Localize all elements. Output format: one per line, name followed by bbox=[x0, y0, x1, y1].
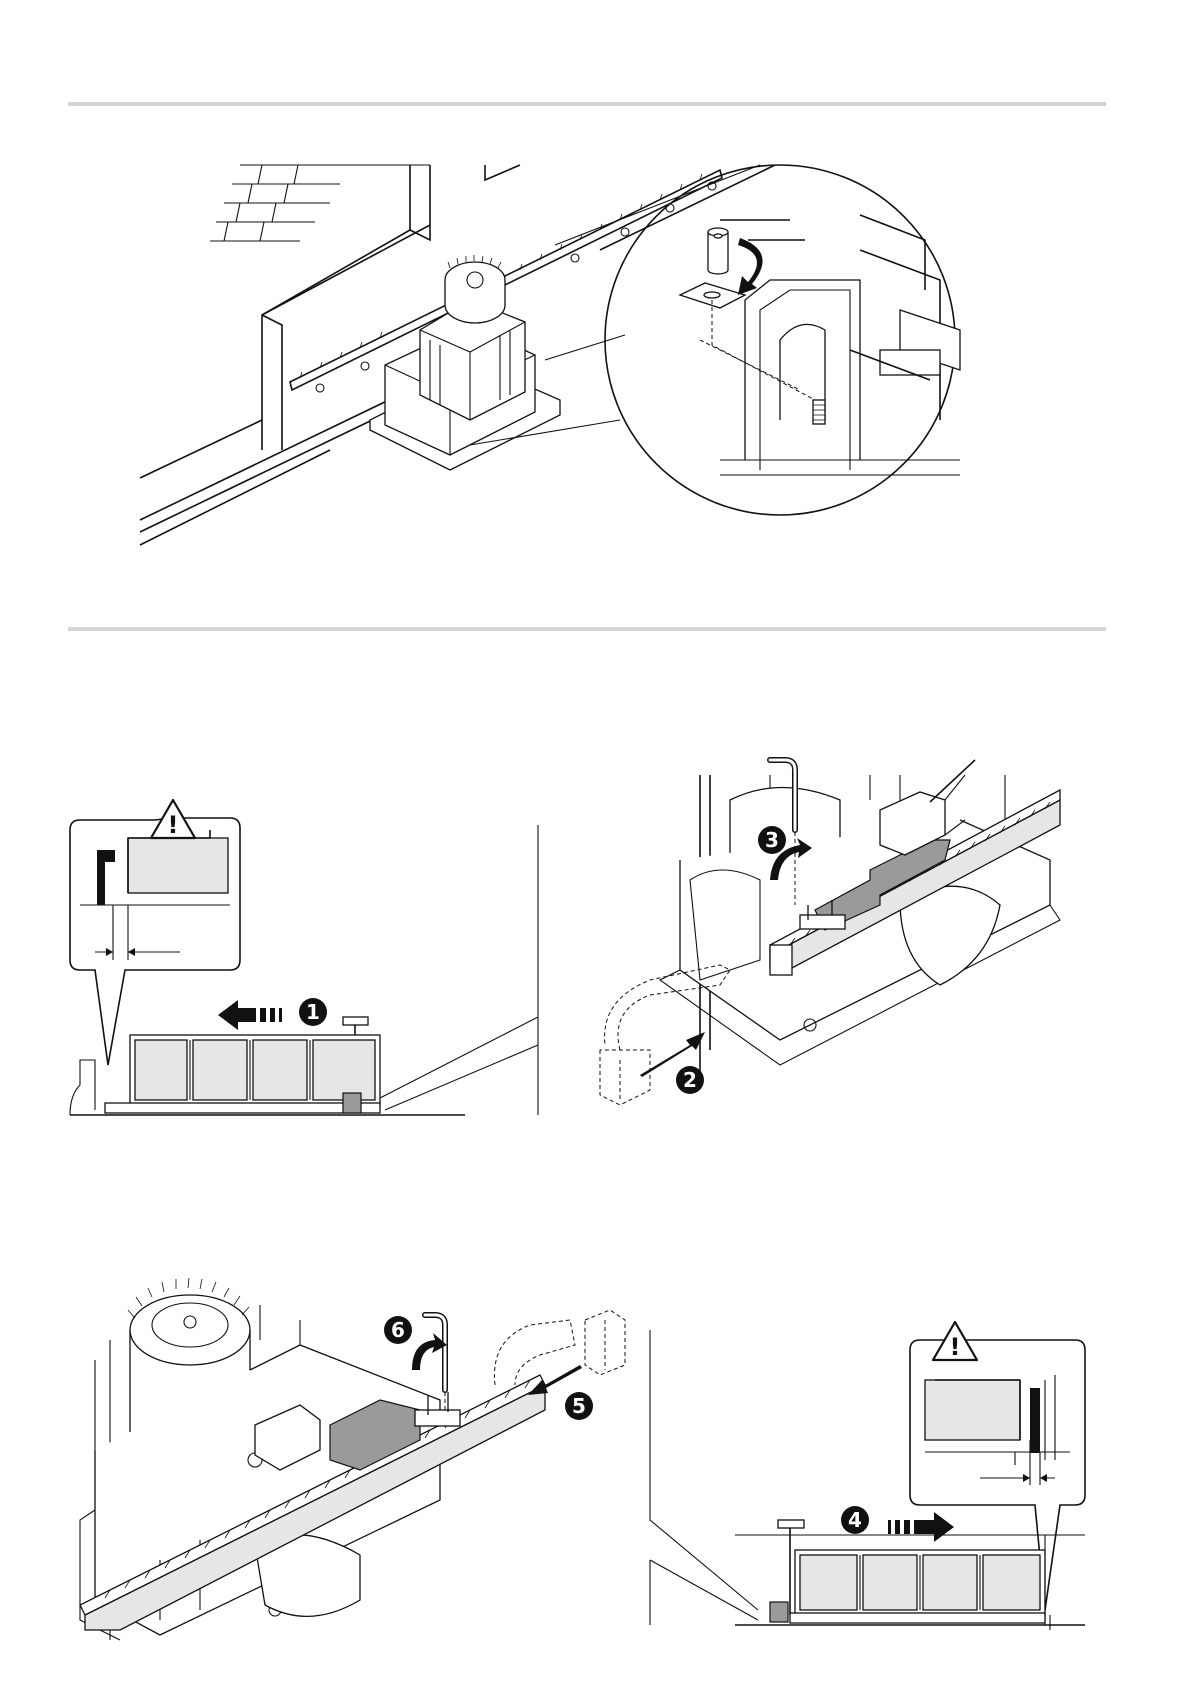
step-badge-4: 4 bbox=[841, 1506, 869, 1534]
arrow-left-icon bbox=[218, 1000, 282, 1030]
warning-callout-1 bbox=[70, 818, 240, 1065]
warning-symbol: ! bbox=[168, 811, 179, 839]
svg-text:1: 1 bbox=[306, 1000, 320, 1024]
gate-motor-overview bbox=[370, 255, 560, 470]
step-badge-5: 5 bbox=[565, 1392, 593, 1420]
warning-triangle-icon: ! bbox=[933, 1322, 977, 1361]
warning-symbol: ! bbox=[950, 1333, 961, 1361]
svg-text:3: 3 bbox=[765, 828, 779, 852]
figure-overview bbox=[140, 165, 960, 545]
tighten-arrow-icon bbox=[412, 1333, 447, 1370]
svg-text:5: 5 bbox=[572, 1394, 586, 1418]
svg-text:2: 2 bbox=[683, 1068, 697, 1092]
step-badge-6: 6 bbox=[384, 1316, 412, 1344]
figure-step-5-6: 5 6 bbox=[80, 1278, 625, 1640]
step-badge-2: 2 bbox=[676, 1066, 704, 1094]
svg-text:6: 6 bbox=[391, 1318, 405, 1342]
tighten-arrow-icon bbox=[738, 238, 763, 295]
figure-step-4: ! 4 bbox=[650, 1322, 1085, 1630]
step-badge-3: 3 bbox=[758, 826, 786, 854]
step-badge-1: 1 bbox=[299, 998, 327, 1026]
arrow-right-icon bbox=[888, 1512, 954, 1542]
figure-step-1: ! 1 bbox=[70, 800, 538, 1115]
figure-step-2-3: 2 3 bbox=[600, 760, 1060, 1105]
detail-magnifier bbox=[605, 165, 960, 515]
svg-text:4: 4 bbox=[848, 1508, 862, 1532]
brick-wall bbox=[210, 165, 430, 241]
